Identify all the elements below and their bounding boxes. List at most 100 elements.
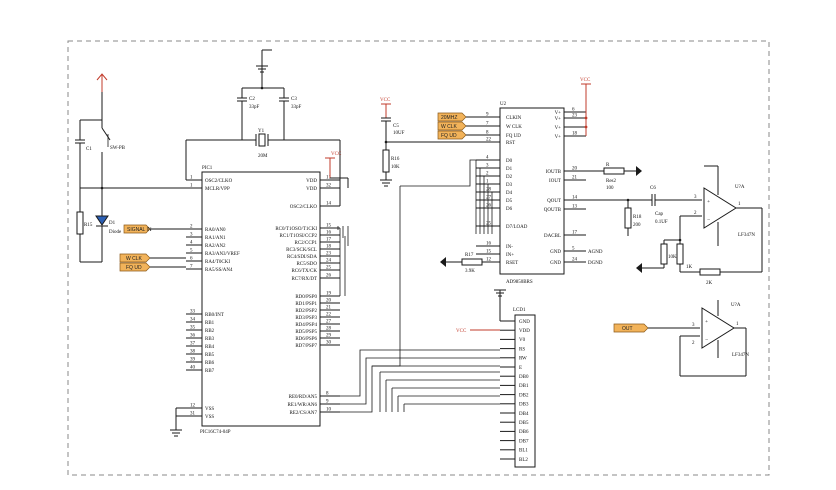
r16-resistor bbox=[382, 149, 390, 173]
mcu-left-pin-name: RB3 bbox=[205, 337, 215, 342]
svg-text:+: + bbox=[707, 199, 710, 205]
lcd-pin-name: E bbox=[519, 366, 522, 371]
c2-label: C2 bbox=[249, 97, 255, 102]
mcu-left-pin-name: VSS bbox=[205, 407, 214, 412]
mcu-right-pin-number: 17 bbox=[326, 238, 332, 243]
r21-resistor bbox=[699, 268, 721, 276]
opamp2-label: U?A bbox=[731, 303, 741, 308]
lcd-pin-name: DB7 bbox=[519, 439, 529, 444]
r20-value: 1K bbox=[686, 265, 693, 270]
mcu-vcc-label: VCC bbox=[331, 152, 342, 157]
opamp1-plus-pin: 3 bbox=[694, 195, 697, 200]
mcu-right-pin-number: 22 bbox=[326, 313, 332, 318]
mcu-right-pin-name: RD3/PSP3 bbox=[295, 316, 317, 321]
mcu-right-pin-name: OSC2/CLKO bbox=[290, 205, 318, 210]
dds-left-pin-name: CLKIN bbox=[506, 116, 522, 121]
mcu-right-pin-number: 18 bbox=[326, 245, 332, 250]
dds-left-pin-number: 1 bbox=[486, 180, 489, 185]
svg-text:−: − bbox=[707, 217, 710, 223]
dds-left-pin-number: 7 bbox=[486, 122, 489, 127]
lcd-pin-name: DB6 bbox=[519, 430, 529, 435]
mcu-right-pin-number: 21 bbox=[326, 306, 332, 311]
dds-right-pin-name: QOUT bbox=[547, 199, 561, 204]
dds-right-pin-name: V+ bbox=[555, 111, 562, 116]
dds-right-pin-name: QOUTB bbox=[544, 208, 562, 213]
mcu-left-pin-name: RB1 bbox=[205, 321, 215, 326]
dds-left-pin-name: D4 bbox=[506, 191, 513, 196]
r17-value: 3.9K bbox=[465, 269, 475, 274]
dds-left-pin-name: D0 bbox=[506, 159, 513, 164]
lcd-ref: LCD1 bbox=[513, 308, 526, 313]
mcu-left-pin-number: 39 bbox=[190, 358, 196, 363]
dds-right-pin-name: IOUTB bbox=[546, 170, 562, 175]
c6-label: C6 bbox=[650, 186, 656, 191]
mcu-left-pin-name: RB6 bbox=[205, 361, 215, 366]
r15-label: R15 bbox=[84, 223, 93, 228]
svg-text:−: − bbox=[705, 337, 708, 343]
mcu-right-pin-name: RE1/WR/AN6 bbox=[288, 403, 318, 408]
dds-left-pin-name: W CLK bbox=[506, 125, 522, 130]
dds-left-pin-number: 16 bbox=[486, 242, 492, 247]
mcu-right-pin-number: 14 bbox=[326, 202, 332, 207]
opamp-1: + − U?A LF347N 1 2 10K 1K 2K bbox=[636, 165, 763, 286]
lcd-pin-name: V0 bbox=[519, 338, 526, 343]
mcu-right-pin-number: 25 bbox=[326, 266, 332, 271]
out-tag: OUT bbox=[613, 323, 662, 333]
y1-label: Y1 bbox=[258, 129, 265, 134]
mcu-right-pin-name: RC0/T1OSO/T1CKI bbox=[275, 227, 317, 232]
mcu-right-pin-number: 30 bbox=[326, 341, 332, 346]
svg-text:SIGNAL IN: SIGNAL IN bbox=[127, 227, 152, 233]
rload-resistor bbox=[603, 167, 625, 175]
mcu-right-pin-name: RD6/PSP6 bbox=[295, 337, 317, 342]
mcu-left-pin-name: RB7 bbox=[205, 369, 215, 374]
dds-left-pin-number: 27 bbox=[486, 196, 492, 201]
mcu-right-pin-name: RD0/PSP0 bbox=[295, 295, 317, 300]
dds-ref: U2 bbox=[500, 102, 507, 107]
mcu-right-pin-number: 16 bbox=[326, 231, 332, 236]
opamp2-minus-pin: 2 bbox=[692, 341, 695, 346]
lcd-pin-name: DB5 bbox=[519, 421, 529, 426]
dds-left-pin-number: 9 bbox=[486, 113, 489, 118]
mcu-left-pin-number: 37 bbox=[190, 342, 196, 347]
dds-left-pin-number: 3 bbox=[486, 164, 489, 169]
mcu-right-pin-name: RD4/PSP4 bbox=[295, 323, 317, 328]
r19-value: 10K bbox=[668, 255, 677, 260]
mcu-pic16c74: PIC1 PIC16C74-04P 1OSC2/CLKO1MCLR/VPP2RA… bbox=[170, 152, 349, 437]
dgnd-label: DGND bbox=[588, 261, 603, 266]
dds-left-pin-name: IN+ bbox=[506, 253, 514, 258]
opamp2-out-pin: 1 bbox=[736, 322, 739, 327]
mcu-left-pin-number: 40 bbox=[190, 366, 196, 371]
r20-resistor bbox=[676, 243, 684, 265]
dds-right-pin-number: 20 bbox=[572, 167, 578, 172]
dds-part: AD9850BRS bbox=[506, 280, 533, 285]
dds-reset-network: VCC C5 10UF R16 10K bbox=[380, 98, 476, 187]
mcu-right-pin-name: RC3/SCK/SCL bbox=[286, 248, 317, 253]
mcu-right-pin-name: RC2/CCP1 bbox=[294, 241, 317, 246]
dds-right-pin-number: 13 bbox=[572, 205, 578, 210]
mcu-left-pin-number: 36 bbox=[190, 334, 196, 339]
c5-label: C5 bbox=[393, 124, 399, 129]
mcu-right-pin-name: RD2/PSP2 bbox=[295, 309, 317, 314]
svg-text:FQ UD: FQ UD bbox=[441, 133, 457, 139]
mcu-left-pin-number: 33 bbox=[190, 310, 196, 315]
lcd-pin-name: GND bbox=[519, 320, 530, 325]
mcu-right-pin-number: 23 bbox=[326, 252, 332, 257]
mcu-right-pin-name: RC5/SDO bbox=[296, 262, 317, 267]
svg-text:W CLK: W CLK bbox=[126, 256, 143, 262]
lcd-pin-name: BL1 bbox=[519, 449, 528, 454]
d1-label: D1 bbox=[109, 221, 116, 226]
mcu-right-pin-number: 26 bbox=[326, 274, 332, 279]
mcu-left-pin-number: 4 bbox=[190, 241, 193, 246]
mcu-part: PIC16C74-04P bbox=[200, 430, 231, 435]
mcu-left-pin-number: 5 bbox=[190, 249, 193, 254]
dds-right-pin-number: 14 bbox=[572, 196, 578, 201]
dds-left-pin-number: 28 bbox=[486, 188, 492, 193]
rload-value: 100 bbox=[606, 186, 614, 191]
dds-left-pin-number: 4 bbox=[486, 156, 489, 161]
dds-body bbox=[499, 107, 565, 275]
y1-crystal bbox=[258, 133, 266, 147]
lcd-pin-name: DB3 bbox=[519, 403, 529, 408]
mcu-right-pin-number: 10 bbox=[326, 408, 332, 413]
dds-left-pin-name: D2 bbox=[506, 175, 513, 180]
